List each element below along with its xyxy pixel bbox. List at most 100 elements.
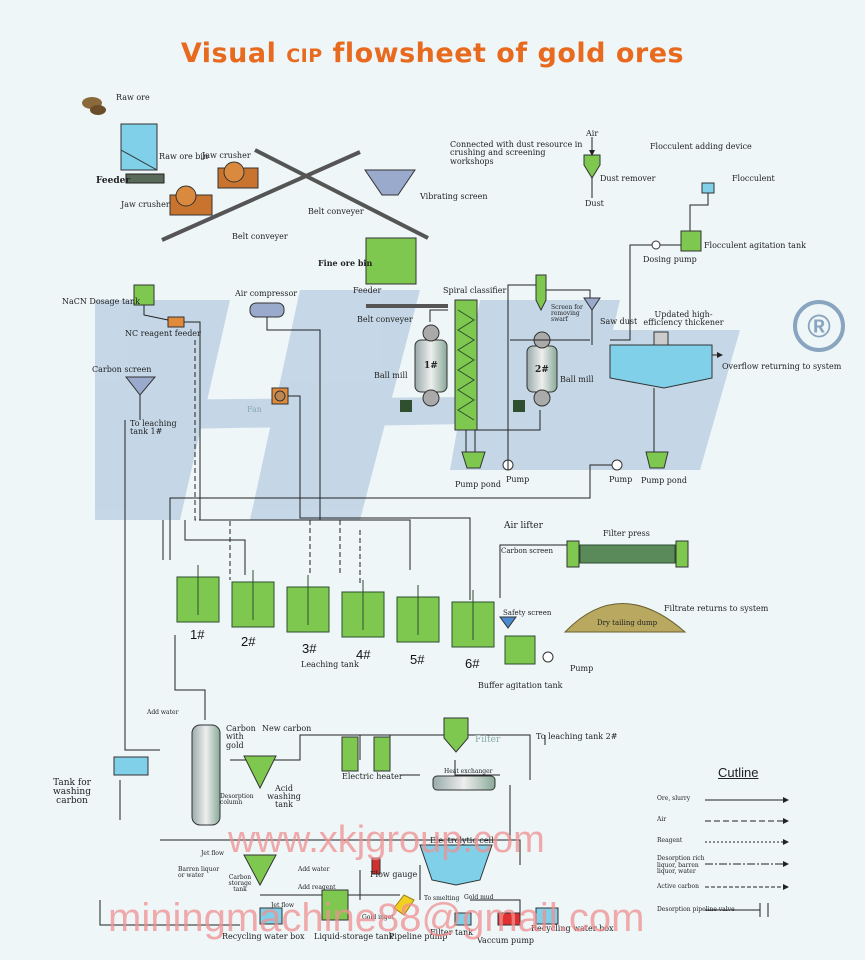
label-add-water: Add water: [147, 709, 179, 716]
label-ball-mill-2: Ball mill: [560, 375, 594, 384]
label-dust-connect: Connected with dust resource in crushing…: [450, 140, 583, 166]
feeder-equipment: [125, 173, 165, 184]
label-to-leaching-1: To leaching tank 1#: [130, 419, 177, 436]
label-vaccum-pump: Vaccum pump: [477, 936, 535, 945]
label-fine-ore-bin: Fine ore bin: [318, 258, 373, 268]
filter-press-equipment: [566, 540, 689, 568]
legend-lines: [705, 797, 789, 917]
title-suffix: flowsheet of gold ores: [332, 38, 685, 69]
dust-remover-equipment: [583, 154, 601, 179]
raw-ore-pile: [82, 97, 106, 115]
pump-3-equipment: [542, 651, 554, 663]
dosing-pump-equipment: [651, 240, 661, 250]
reagent-lines: [194, 340, 361, 585]
carbon-washing-tank: [113, 756, 149, 776]
label-carbon-screen-2: Carbon screen: [501, 547, 553, 555]
label-flocculent-adding: Flocculent adding device: [650, 142, 752, 151]
label-jet-flow: Jet flow: [201, 850, 225, 857]
label-air: Air: [586, 129, 599, 138]
label-screen-swarf: Screen for removing swarf: [551, 304, 583, 323]
label-filter-tank: Filter tank: [430, 928, 473, 937]
label-jet-flow-2: Jet flow: [271, 902, 295, 909]
pump-pond-1-equipment: [461, 451, 486, 469]
label-recycling-box-2: Recycling water box: [531, 924, 614, 933]
label-to-leaching-2: To leaching tank 2#: [536, 732, 618, 741]
recycling-water-box-2-equipment: [535, 907, 559, 925]
label-feeder-2: Feeder: [353, 286, 382, 295]
safety-screen-equipment: [499, 616, 517, 629]
pump-pond-2-equipment: [645, 451, 669, 469]
pump-2-equipment: [611, 459, 623, 471]
legend-item-air: Air: [657, 816, 667, 823]
label-filter: Filter: [475, 735, 501, 745]
watermark-site: www.xkjgroup.com: [228, 819, 545, 861]
tank-number-1: 1#: [190, 627, 205, 642]
dry-tailing-dump-pile: [563, 603, 687, 633]
label-carbon-with-gold: Carbon with gold: [226, 724, 256, 750]
tank-number-3: 3#: [302, 641, 317, 656]
air-compressor-equipment: [249, 302, 285, 318]
label-nacn-tank: NaCN Dosage tank: [62, 297, 140, 306]
label-pump-1: Pump: [506, 475, 530, 484]
leaching-tanks: [176, 565, 495, 648]
label-leaching-tank: Leaching tank: [301, 660, 359, 669]
liquid-storage-tank-equipment: [321, 889, 349, 921]
label-liquid-storage: Liquid-storage tank: [314, 932, 394, 941]
label-vibrating-screen: Vibrating screen: [420, 192, 488, 201]
label-dust: Dust: [585, 199, 604, 208]
tank-number-2: 2#: [241, 634, 256, 649]
legend-item-ore: Ore, slurry: [657, 795, 691, 802]
label-filtrate: Filtrate returns to system: [664, 604, 769, 613]
label-spiral-classifier: Spiral classifier: [443, 286, 507, 295]
label-jaw-crusher: Jaw crusher: [121, 200, 170, 209]
belt-conveyer-line-1: [161, 150, 361, 242]
label-gold-mud: Gold mud: [464, 894, 494, 901]
label-flocculent-agitation: Flocculent agitation tank: [704, 241, 806, 250]
label-ball-mill-1: Ball mill: [374, 371, 408, 380]
label-air-lifter: Air lifter: [504, 521, 543, 531]
heat-exchanger-equipment: [432, 775, 496, 791]
label-feeder: Feeder: [96, 176, 131, 186]
label-desorption-column: Desorption column: [220, 793, 254, 806]
label-belt-conveyer-3: Belt conveyer: [357, 315, 413, 324]
gold-ingot-icon: [393, 894, 415, 916]
label-mill-2: 2#: [535, 365, 549, 375]
label-dosing-pump: Dosing pump: [643, 255, 697, 264]
legend-item-valve: Desorption pipeline valve: [657, 906, 735, 913]
electric-heater-2: [373, 736, 391, 772]
ball-mill-1-equipment: [400, 324, 448, 412]
acid-washing-tank-equipment: [243, 755, 277, 790]
vibrating-screen-equipment: [364, 169, 416, 196]
label-gold-ingot: Gold ingot: [362, 914, 394, 921]
label-add-water-2: Add water: [298, 866, 330, 873]
title-prefix: Visual: [180, 38, 277, 69]
nc-reagent-feeder-equipment: [167, 316, 185, 328]
jaw-crusher-2: [217, 161, 259, 189]
legend-item-desorption: Desorption rich liquor, barren liquor, w…: [657, 855, 705, 876]
jaw-crusher-1: [169, 185, 213, 216]
label-flow-gauge: Flow gauge: [370, 870, 418, 879]
label-acid-washing: Acid washing tank: [267, 784, 301, 809]
label-belt-conveyer-2: Belt conveyer: [308, 207, 364, 216]
label-pump-3: Pump: [570, 664, 594, 673]
electric-heater-1: [341, 736, 359, 772]
label-carbon-screen: Carbon screen: [92, 365, 152, 374]
label-pump-2: Pump: [609, 475, 633, 484]
carbon-storage-tank-equipment: [243, 854, 277, 887]
label-filter-press: Filter press: [603, 529, 650, 538]
legend-item-reagent: Reagent: [657, 837, 683, 844]
label-air-compressor: Air compressor: [235, 289, 298, 298]
title-cip: CIP: [286, 45, 323, 67]
label-buffer-tank: Buffer agitation tank: [478, 681, 563, 690]
label-raw-ore-bin: Raw ore bin: [159, 152, 209, 161]
label-electrolytic-cell: Electrolytic cell: [430, 836, 494, 845]
fan-equipment: [271, 387, 289, 405]
tank-number-4: 4#: [356, 647, 371, 662]
vaccum-pump-equipment: [497, 912, 521, 926]
label-mill-1: 1#: [424, 361, 438, 371]
belt-conveyer-line-2: [254, 148, 429, 240]
page-title: Visual CIP flowsheet of gold ores: [0, 38, 865, 69]
registered-mark: ®: [793, 300, 845, 352]
